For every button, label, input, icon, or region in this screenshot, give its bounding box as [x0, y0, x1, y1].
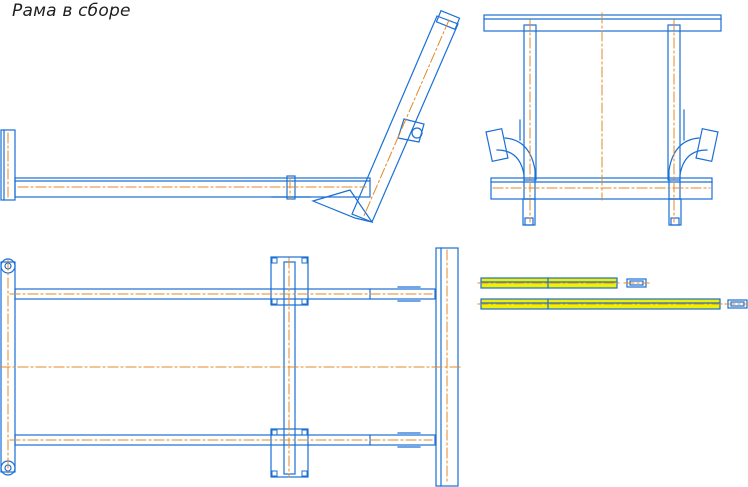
front-centerlines [492, 12, 711, 223]
plan-top-plate [270, 256, 309, 306]
side-view [0, 9, 461, 223]
plan-view [0, 247, 463, 487]
side-clamp-plate [397, 118, 425, 143]
side-main-beam [14, 177, 371, 198]
detail-centerlines [477, 282, 748, 305]
detail-parts [477, 277, 748, 310]
front-left-handle-end [485, 127, 509, 163]
front-left-elbow [496, 137, 536, 200]
side-handle-cap [435, 9, 461, 31]
side-centerlines [7, 19, 450, 219]
drawing-title: Рама в сборе [12, 1, 131, 21]
front-view [483, 12, 722, 226]
side-clamp-eye [411, 127, 423, 139]
plan-bolt-holes [271, 257, 308, 477]
front-right-handle-end [695, 127, 719, 163]
plan-centerlines [0, 249, 463, 485]
side-gusset [311, 189, 374, 223]
front-right-elbow [668, 137, 708, 200]
side-front-post [0, 129, 16, 201]
